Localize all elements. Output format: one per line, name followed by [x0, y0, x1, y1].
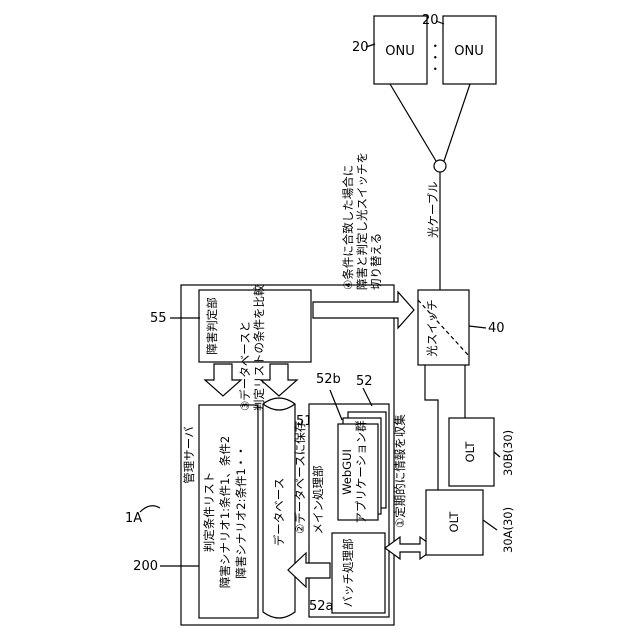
- onu-2-ref: 20: [422, 13, 439, 28]
- step2-text: ②データベースに保存: [293, 421, 307, 534]
- batch-processing-label: バッチ処理部: [341, 539, 355, 608]
- criteria-list-title: 判定条件リスト: [202, 472, 216, 553]
- olt-a-label: OLT: [447, 511, 461, 533]
- step1-text: ①定期的に情報を収集: [393, 414, 407, 528]
- main-processing-ref: 52: [356, 374, 373, 389]
- step4-line3: 切り替える: [369, 233, 383, 290]
- olt-a-leader: [483, 520, 497, 530]
- step3-line2: 判定リストの条件を比較: [252, 284, 266, 411]
- optical-switch-ref: 40: [488, 321, 505, 336]
- criteria-scenario-2: 障害シナリオ2:条件1・・: [234, 445, 248, 579]
- optical-switch-leader: [469, 326, 486, 328]
- line-splitter-onu2: [444, 84, 470, 161]
- step4-line1: ④条件に合致した場合に: [341, 165, 355, 290]
- database-label: データベース: [272, 478, 286, 546]
- main-processing-label: メイン処理部: [311, 466, 325, 535]
- onu-2-label: ONU: [454, 44, 483, 59]
- optical-cable-label: 光ケーブル: [426, 181, 440, 238]
- olt-b-leader: [494, 452, 500, 457]
- management-server-ref: 200: [133, 559, 158, 574]
- step4-line2: 障害と判定し光スイッチを: [355, 152, 369, 290]
- splitter-node: [434, 160, 446, 172]
- olt-a-ref: 30A(30): [501, 507, 515, 553]
- management-server-title: 管理サーバ: [182, 426, 196, 484]
- olt-b-ref: 30B(30): [501, 430, 515, 476]
- olt-b-label: OLT: [463, 441, 477, 463]
- failure-judgment-ref: 55: [150, 311, 167, 326]
- step3-line1: ③データベースと: [238, 321, 252, 411]
- webgui-ref: 52b: [316, 372, 341, 387]
- criteria-scenario-1: 障害シナリオ1:条件1、条件2: [218, 436, 232, 588]
- line-splitter-onu1: [390, 84, 436, 161]
- onu-1-label: ONU: [385, 44, 414, 59]
- batch-processing-box: [332, 533, 385, 613]
- line-olta-switch: [425, 365, 438, 490]
- system-ref-leader: [140, 506, 160, 512]
- batch-processing-ref: 52a: [309, 599, 334, 614]
- onu-ellipsis: ・・・: [428, 40, 442, 75]
- webgui-line1: WebGUI: [340, 449, 354, 495]
- system-ref-label: 1A: [125, 511, 142, 526]
- onu-1-ref: 20: [352, 40, 369, 55]
- failure-judgment-label: 障害判定部: [205, 297, 219, 355]
- optical-switch-label: 光スイッチ: [425, 299, 439, 357]
- webgui-line2: アプリケーション群: [354, 420, 368, 524]
